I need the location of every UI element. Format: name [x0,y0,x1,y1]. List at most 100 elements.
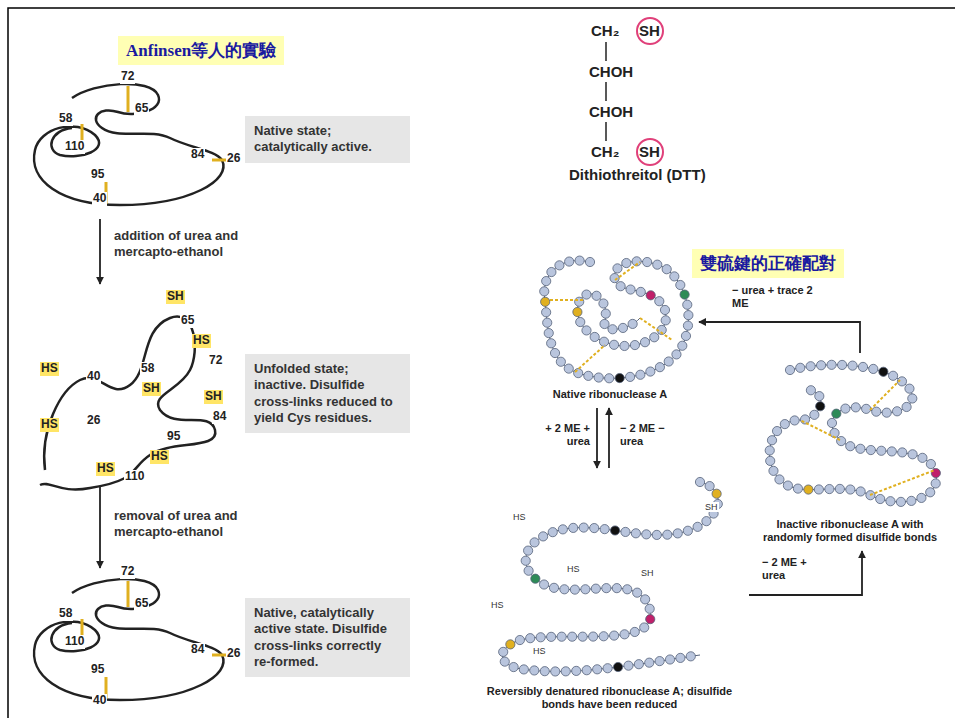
chemical-formula: SH [638,143,661,160]
residue-bead [506,640,515,649]
residue-bead [578,632,587,641]
reaction-arrow [99,219,101,284]
residue-bead [575,256,584,265]
residue-bead [613,662,622,671]
thiol-circle [637,18,663,44]
reaction-arrow [596,408,598,468]
residue-number: 40 [92,192,107,206]
residue-bead [524,546,533,555]
reaction-arrow [99,487,101,568]
residue-bead [684,311,693,320]
thiol-label: SH [704,502,719,512]
residue-number: 58 [58,112,73,126]
chemical-formula: CH₂ [590,22,620,39]
residue-bead [841,404,850,413]
residue-bead [531,574,540,583]
residue-bead [565,257,574,266]
residue-bead [898,448,907,457]
residue-bead [603,664,612,673]
residue-bead [572,666,581,675]
residue-bead [858,362,867,371]
residue-bead [769,466,778,475]
residue-bead [892,407,901,416]
residue-bead [582,290,591,299]
residue-bead [625,372,634,381]
residue-number: 72 [120,70,135,84]
reaction-condition: − urea + trace 2 ME [730,284,834,310]
residue-bead [615,373,624,382]
residue-bead [846,485,855,494]
residue-bead [835,484,844,493]
residue-bead [846,442,855,451]
residue-bead [551,667,560,676]
residue-bead [661,316,670,325]
section-heading: Anfinsen等人的實驗 [126,39,276,62]
residue-bead [680,290,689,299]
residue-number: 26 [86,414,101,428]
residue-bead [887,447,896,456]
residue-number: 95 [90,168,105,182]
residue-bead [695,477,704,486]
residue-bead [623,585,632,594]
residue-bead [681,331,690,340]
residue-bead [806,362,815,371]
residue-bead [594,373,603,382]
residue-bead [676,653,685,662]
residue-bead [582,666,591,675]
residue-bead [926,488,935,497]
residue-bead [602,584,611,593]
residue-bead [640,623,649,632]
disulfide-bonds [548,262,935,495]
residue-bead [549,583,558,592]
reaction-arrow [699,322,860,353]
residue-bead [539,580,548,589]
residue-bead [775,475,784,484]
residue-bead [509,662,518,671]
residue-bead [800,415,809,424]
residue-bead [610,631,619,640]
thiol-label: HS [150,450,169,464]
residue-number: 58 [140,362,155,376]
residue-bead [862,404,871,413]
residue-bead [645,658,654,667]
disulfide-bonds [82,86,226,204]
residue-bead [521,556,530,565]
reaction-condition: addition of urea and mercapto-ethanol [112,228,297,259]
residue-bead [772,426,781,435]
residue-bead [676,280,685,289]
reaction-arrow [608,408,610,468]
residue-bead [556,357,565,366]
residue-bead [561,667,570,676]
residue-bead [917,493,926,502]
residue-bead [642,530,651,539]
residue-number: 65 [180,314,195,328]
residue-number: 95 [166,430,181,444]
residue-bead [686,652,695,661]
chemical-formula: CHOH [588,63,634,80]
residue-number: 72 [208,354,223,368]
residue-bead [646,615,655,624]
thiol-label: HS [566,564,581,574]
residue-bead [815,392,824,401]
residue-number: 110 [64,635,85,649]
residue-bead [540,287,549,296]
residue-bead [851,403,860,412]
state-caption: Reversibly denatured ribonuclease A; dis… [472,685,747,713]
residue-bead [876,494,885,503]
reaction-arrow [749,551,862,595]
residue-bead [926,459,935,468]
residue-bead [655,363,664,372]
residue-bead [542,276,551,285]
residue-bead [765,446,774,455]
residue-bead [766,456,775,465]
residue-bead [872,407,881,416]
residue-bead [564,364,573,373]
residue-bead [589,632,598,641]
residue-bead [609,340,618,349]
residue-bead [665,655,674,664]
residue-bead [622,258,631,267]
residue-bead [683,321,692,330]
residue-bead [660,305,669,314]
residue-bead [519,665,528,674]
heading-band: 雙硫鍵的正確配對 [692,249,844,278]
